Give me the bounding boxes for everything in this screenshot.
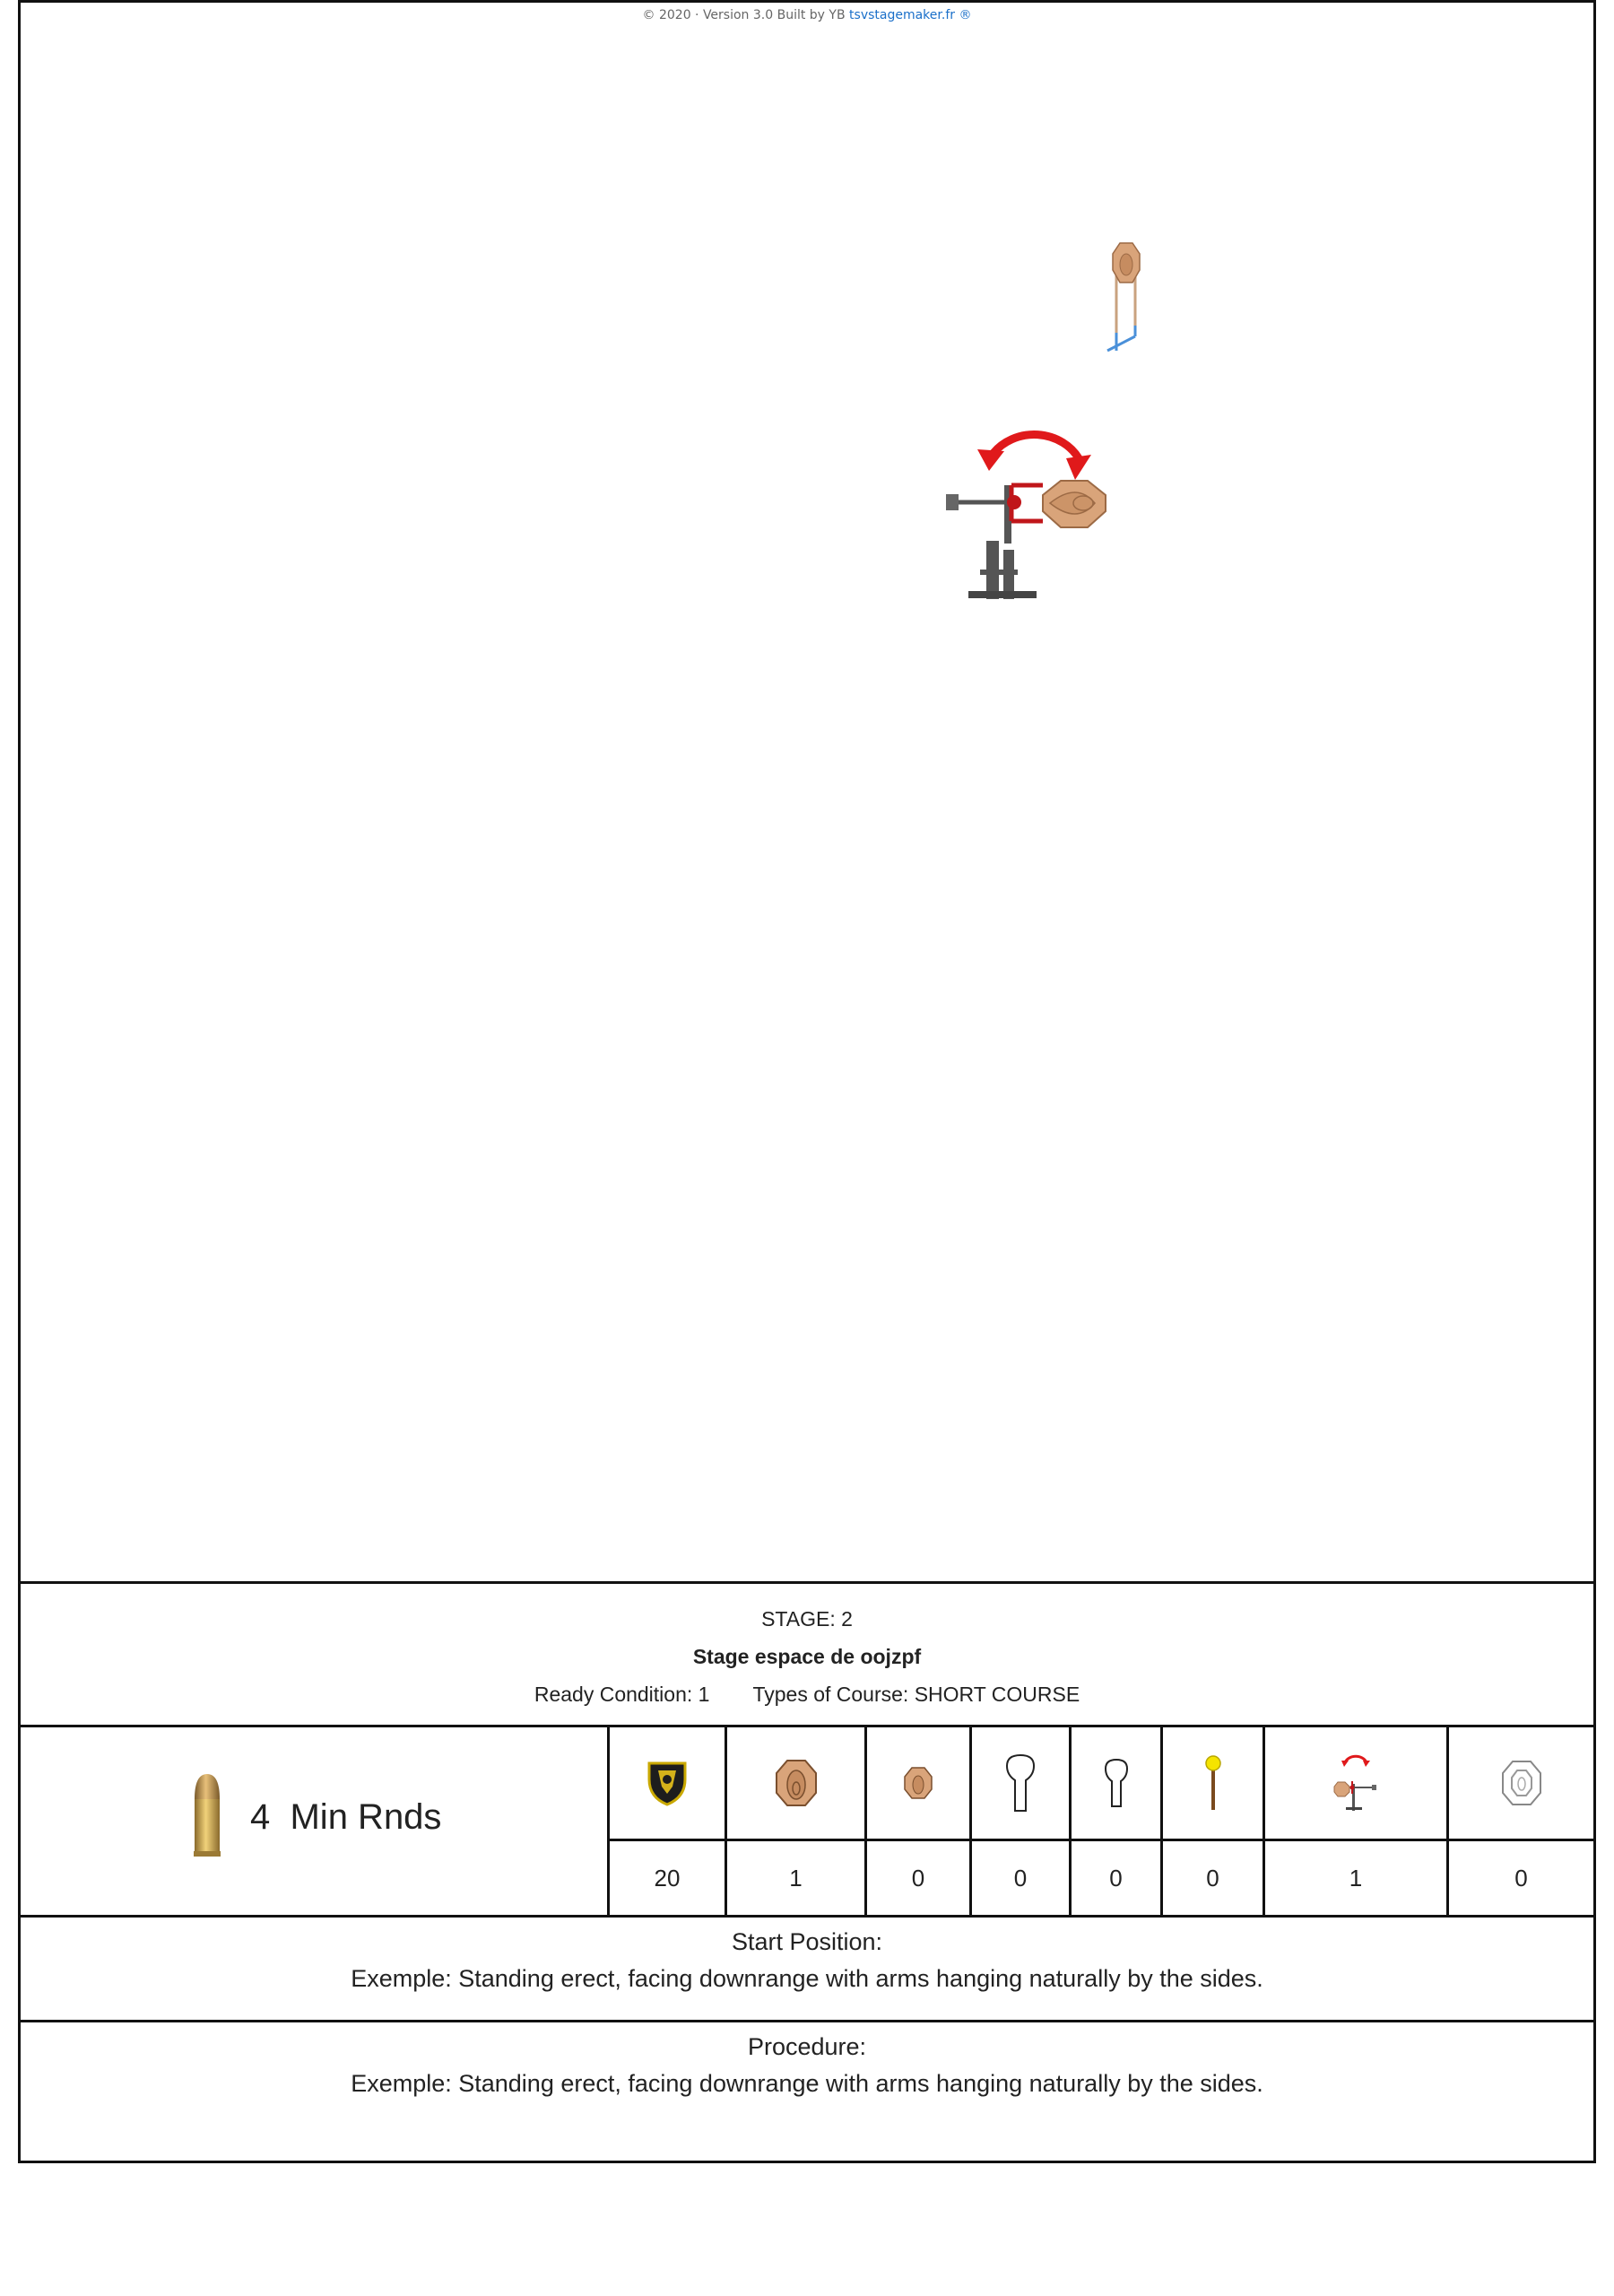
stage-conditions: Ready Condition: 1 Types of Course: SHORT… [21, 1683, 1593, 1707]
stage-number: STAGE: 2 [761, 1607, 853, 1631]
target-count: 0 [1109, 1864, 1123, 1892]
min-rounds-cell: 4 Min Rnds [21, 1727, 610, 1915]
small-popper-icon [1104, 1758, 1128, 1807]
procedure-text: Exemple: Standing erect, facing downrang… [351, 2070, 1263, 2097]
target-count: 0 [1013, 1864, 1028, 1892]
no-shoot-target-icon [1501, 1761, 1541, 1805]
target-column-activator: 0 [1163, 1727, 1265, 1915]
start-position-section: Start Position: Exemple: Standing erect,… [21, 1915, 1593, 2020]
start-position-label: Start Position: [731, 1928, 883, 1955]
min-rounds-text: 4 Min Rnds [250, 1797, 441, 1838]
stage-canvas[interactable] [21, 30, 1593, 1581]
target-column-small-popper: 0 [1072, 1727, 1163, 1915]
target-column-swinger: 1 [1265, 1727, 1449, 1915]
procedure-label: Procedure: [747, 2033, 867, 2060]
min-rounds-count: 4 [250, 1797, 271, 1837]
stage-info: STAGE: 2 Stage espace de oojzpf Ready Co… [21, 1581, 1593, 1725]
credit-link[interactable]: tsvstagemaker.fr ® [849, 8, 972, 22]
credit-text: © 2020 · Version 3.0 Built by YB [642, 8, 846, 22]
credit-line: © 2020 · Version 3.0 Built by YB tsvstag… [21, 8, 1593, 22]
swinger-target-icon[interactable] [946, 430, 1106, 599]
stage-sheet: © 2020 · Version 3.0 Built by YB tsvstag… [18, 0, 1596, 2163]
target-summary: 4 Min Rnds 20 1 [21, 1725, 1593, 1915]
stage-title: Stage espace de oojzpf [692, 1645, 922, 1668]
target-count: 0 [1206, 1864, 1219, 1892]
target-column-shield: 20 [610, 1727, 727, 1915]
target-column-large-popper: 0 [972, 1727, 1072, 1915]
ready-condition: Ready Condition: 1 [534, 1683, 710, 1706]
target-count: 0 [911, 1864, 925, 1892]
target-count: 20 [654, 1864, 681, 1892]
target-count: 1 [789, 1864, 803, 1892]
activator-icon [1204, 1755, 1221, 1810]
course-type-value: SHORT COURSE [914, 1683, 1080, 1706]
course-type-label: Types of Course: [752, 1683, 909, 1706]
target-column-large-steel: 1 [727, 1727, 867, 1915]
large-steel-target-icon [775, 1760, 817, 1806]
shield-target-icon [647, 1761, 687, 1806]
plate-rack-target-icon[interactable] [1106, 242, 1141, 352]
start-position-text: Exemple: Standing erect, facing downrang… [351, 1965, 1263, 1992]
target-column-small-steel: 0 [867, 1727, 972, 1915]
small-steel-target-icon [904, 1767, 933, 1799]
procedure-section: Procedure: Exemple: Standing erect, faci… [21, 2020, 1593, 2161]
target-count: 1 [1349, 1864, 1363, 1892]
swinger-target-icon [1333, 1754, 1376, 1811]
min-rounds-label: Min Rnds [290, 1797, 442, 1837]
large-popper-icon [1005, 1753, 1036, 1812]
target-column-no-shoot: 0 [1449, 1727, 1593, 1915]
bullet-icon [194, 1774, 221, 1857]
target-count: 0 [1514, 1864, 1528, 1892]
